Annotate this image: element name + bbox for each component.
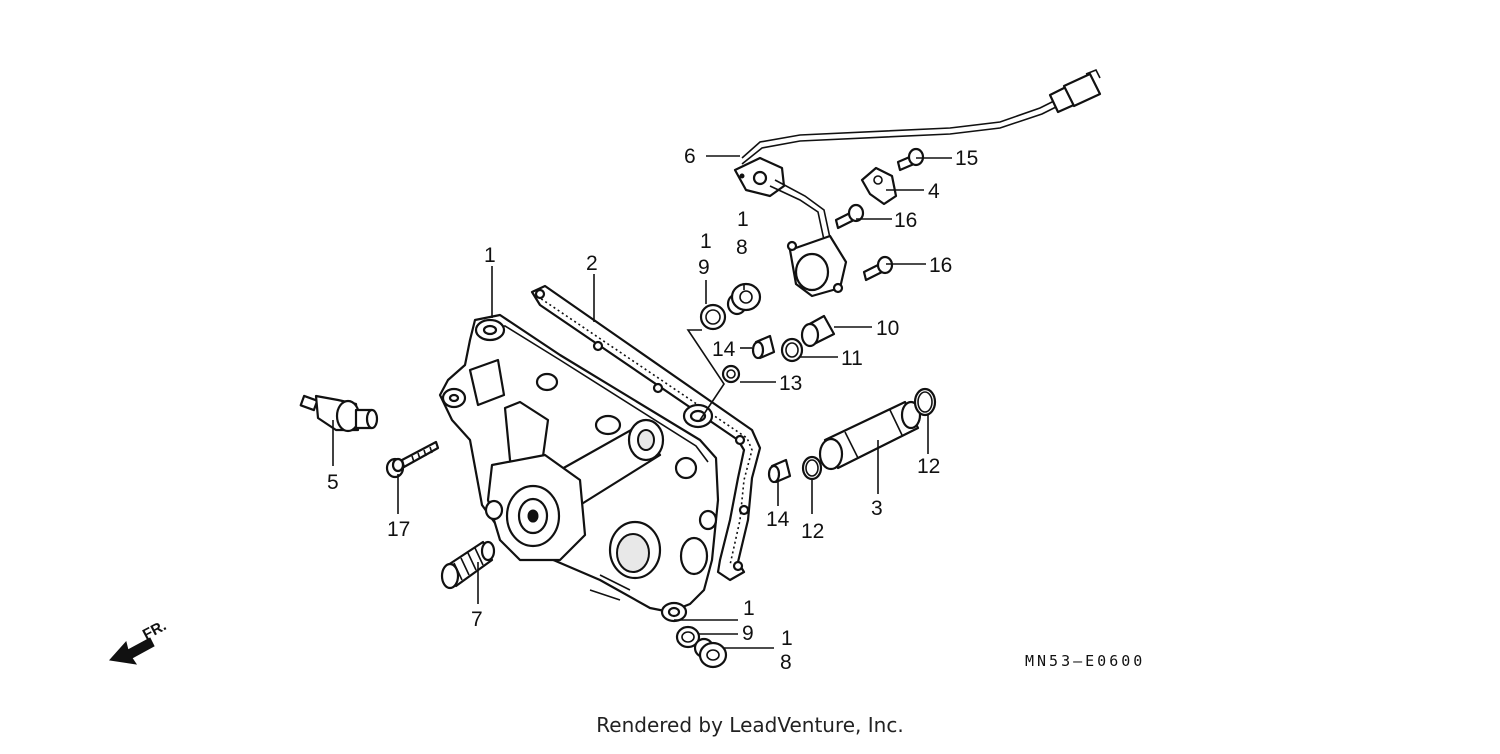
callout-7: 7: [471, 608, 483, 631]
callout-16a: 16: [894, 209, 917, 232]
callout-1a: 1: [484, 244, 496, 267]
tube-part-3: [818, 400, 922, 471]
sleeve-part-7: [440, 540, 496, 590]
front-direction-marker: FR.: [109, 617, 169, 665]
o-ring-part-11: [780, 337, 804, 363]
callout-17: 17: [387, 518, 410, 541]
washer-part-13: [721, 364, 741, 384]
bolt-part-15: [896, 147, 925, 172]
callout-9b: 9: [742, 622, 754, 645]
front-marker-label: FR.: [140, 617, 169, 643]
callout-1e: 1: [781, 627, 793, 650]
bolt-part-16-upper: [834, 203, 865, 230]
sensor-harness-part-6: [733, 68, 1102, 298]
callout-13: 13: [779, 372, 802, 395]
washer-part-9-lower: [675, 625, 701, 649]
callout-16b: 16: [929, 254, 952, 277]
front-arrow-icon: [109, 637, 155, 665]
callout-8a: 8: [736, 236, 748, 259]
diagram-code: MN53–E0600: [1025, 652, 1145, 670]
oil-pressure-switch-part-5: [299, 394, 379, 433]
callout-4: 4: [928, 180, 940, 203]
callout-9a: 9: [698, 256, 710, 279]
bolt-part-17: [385, 440, 440, 479]
leader-lines: [332, 155, 952, 649]
collar-part-10: [800, 314, 836, 348]
plug-bolt-part-8-upper: [726, 282, 762, 316]
o-ring-part-12-right: [913, 387, 937, 417]
callout-1c: 1: [737, 208, 749, 231]
washer-part-9-upper: [699, 303, 727, 331]
rendered-by-credit: Rendered by LeadVenture, Inc.: [596, 713, 904, 737]
callout-10: 10: [876, 317, 899, 340]
callout-1d: 1: [743, 597, 755, 620]
plug-bolt-part-8-lower: [693, 637, 728, 669]
cover-housing-part-1: [438, 313, 720, 623]
callout-15: 15: [955, 147, 978, 170]
callout-14a: 14: [712, 338, 736, 361]
callout-3: 3: [871, 497, 883, 520]
callout-12a: 12: [917, 455, 940, 478]
gasket-part-2: [530, 284, 762, 582]
dowel-pin-part-14-lower: [767, 458, 792, 484]
callout-11: 11: [841, 347, 863, 370]
callout-6: 6: [684, 145, 696, 168]
o-ring-part-12-left: [801, 455, 823, 481]
callout-12b: 12: [801, 520, 824, 543]
clamp-part-4: [860, 166, 898, 206]
callout-5: 5: [327, 471, 339, 494]
dowel-pin-part-14-upper: [751, 334, 776, 360]
bolt-part-16-lower: [862, 255, 894, 282]
callout-labels: 1 2 1 9 1 8 6 15 4 16 16 10 14 11 13 12 …: [327, 145, 978, 674]
callout-14b: 14: [766, 508, 790, 531]
callout-8b: 8: [780, 651, 792, 674]
callout-2: 2: [586, 252, 598, 275]
callout-1b: 1: [700, 230, 712, 253]
